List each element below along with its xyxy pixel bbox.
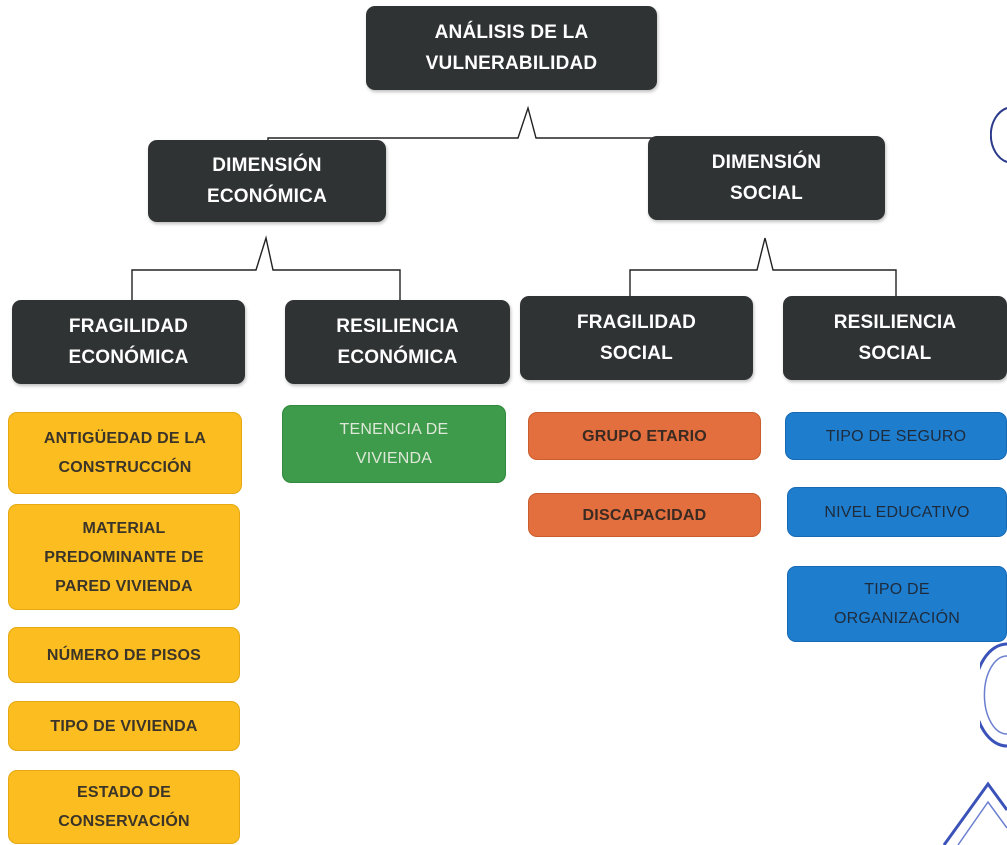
dimension-social-node: DIMENSIÓN SOCIAL: [648, 136, 885, 220]
social-connector: [629, 237, 897, 300]
parameter-housing-type: TIPO DE VIVIENDA: [8, 701, 240, 751]
parameter-antiquity-of-construction: ANTIGÜEDAD DE LA CONSTRUCCIÓN: [8, 412, 242, 494]
parameter-education-level: NIVEL EDUCATIVO: [787, 487, 1007, 537]
parameter-organization-type: TIPO DE ORGANIZACIÓN: [787, 566, 1007, 642]
stamp-partial-top: [990, 107, 1007, 163]
root-node-vulnerability-analysis: ANÁLISIS DE LA VULNERABILIDAD: [366, 6, 657, 90]
triangle-seal-partial: [942, 781, 1007, 845]
municipal-seal-partial: [980, 642, 1007, 748]
factor-economic-resilience-node: RESILIENCIA ECONÓMICA: [285, 300, 510, 384]
parameter-predominant-wall-material: MATERIAL PREDOMINANTE DE PARED VIVIENDA: [8, 504, 240, 610]
parameter-housing-tenure: TENENCIA DE VIVIENDA: [282, 405, 506, 483]
parameter-insurance-type: TIPO DE SEGURO: [785, 412, 1007, 460]
factor-social-resilience-node: RESILIENCIA SOCIAL: [783, 296, 1007, 380]
parameter-age-group: GRUPO ETARIO: [528, 412, 761, 460]
parameter-disability: DISCAPACIDAD: [528, 493, 761, 537]
economica-connector: [131, 235, 401, 302]
dimension-economic-node: DIMENSIÓN ECONÓMICA: [148, 140, 386, 222]
factor-economic-fragility-node: FRAGILIDAD ECONÓMICA: [12, 300, 245, 384]
parameter-number-of-floors: NÚMERO DE PISOS: [8, 627, 240, 683]
factor-social-fragility-node: FRAGILIDAD SOCIAL: [520, 296, 753, 380]
parameter-conservation-state: ESTADO DE CONSERVACIÓN: [8, 770, 240, 844]
